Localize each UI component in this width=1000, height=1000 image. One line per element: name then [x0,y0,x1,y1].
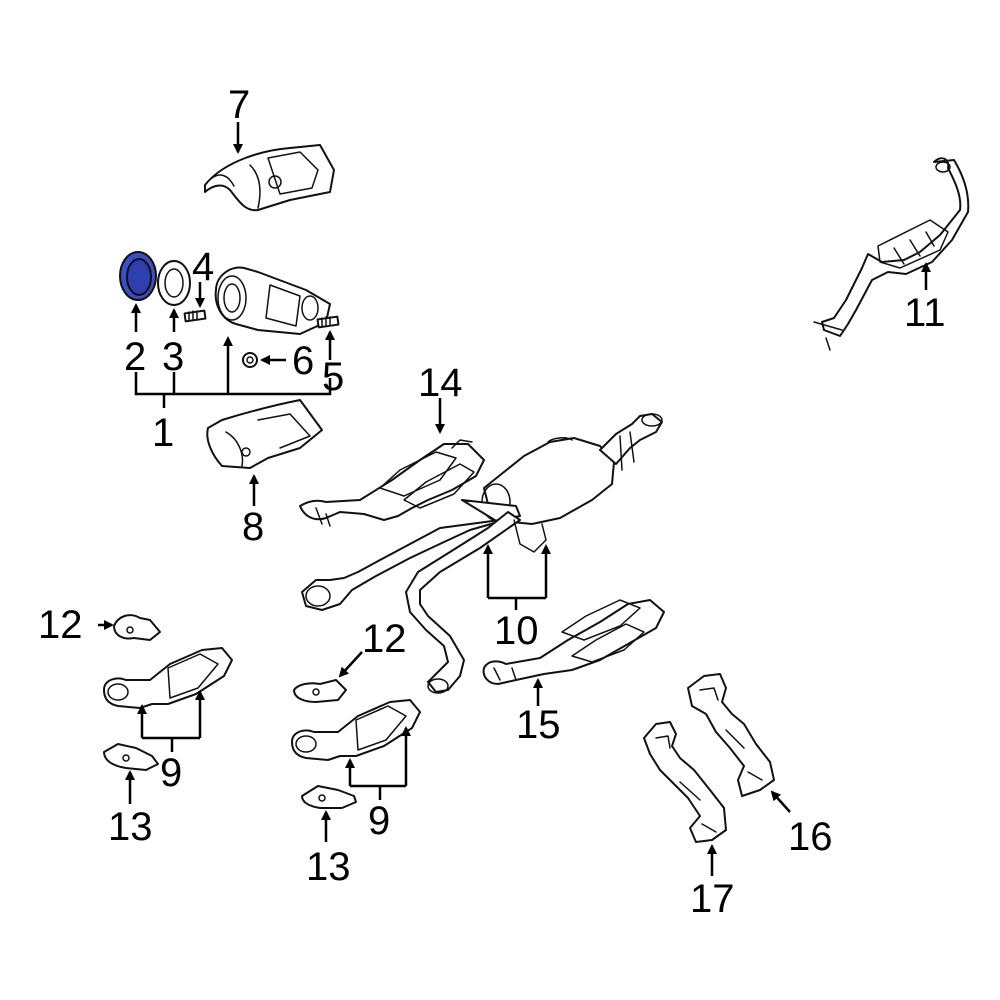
callout-4: 4 [192,245,214,289]
callout-15: 15 [516,703,561,747]
callout-11: 11 [904,291,946,335]
heat-shield-17[interactable] [643,721,727,843]
callout-5: 5 [322,355,344,399]
heat-shield-16[interactable] [687,673,775,797]
callout-9-left: 9 [160,751,182,795]
bracket-12-left[interactable] [113,614,161,641]
callout-labels: 7 4 2 3 6 5 1 8 11 14 10 12 12 9 9 13 13… [38,83,946,921]
bracket-13-middle[interactable] [301,785,357,809]
callout-9-middle: 9 [368,799,390,843]
heat-shield-upper[interactable] [204,144,335,212]
callout-1: 1 [152,411,174,455]
callout-12-middle: 12 [362,617,407,661]
bracket-13-left[interactable] [103,743,159,771]
callout-16: 16 [788,815,833,859]
catalytic-converter-front[interactable] [214,266,331,335]
callout-10: 10 [494,609,539,653]
leader-lines [98,122,931,876]
stud-bolt-4[interactable] [183,309,207,323]
nut-6[interactable] [242,352,258,368]
callout-7: 7 [228,83,250,127]
gasket-ring[interactable] [157,260,191,306]
catalytic-converter-middle[interactable] [291,699,421,761]
muffler-assembly[interactable] [301,413,663,694]
callout-2: 2 [124,335,146,379]
callout-8: 8 [242,505,264,549]
callout-13-middle: 13 [306,845,351,889]
callout-14: 14 [418,361,463,405]
catalytic-converter-left[interactable] [103,647,233,709]
exhaust-pipe-rear-converter[interactable] [813,157,970,351]
exhaust-pipe-upper[interactable] [299,439,485,527]
heat-shield-lower[interactable] [206,399,323,469]
bracket-12-middle[interactable] [293,679,347,703]
callout-3: 3 [162,335,184,379]
exhaust-pipe-lower[interactable] [482,599,665,685]
callout-13-left: 13 [108,805,153,849]
callout-17: 17 [690,877,735,921]
gasket-highlighted[interactable] [119,251,157,301]
stud-bolt-5[interactable] [316,315,340,329]
callout-6: 6 [292,339,314,383]
callout-12-left: 12 [38,603,83,647]
